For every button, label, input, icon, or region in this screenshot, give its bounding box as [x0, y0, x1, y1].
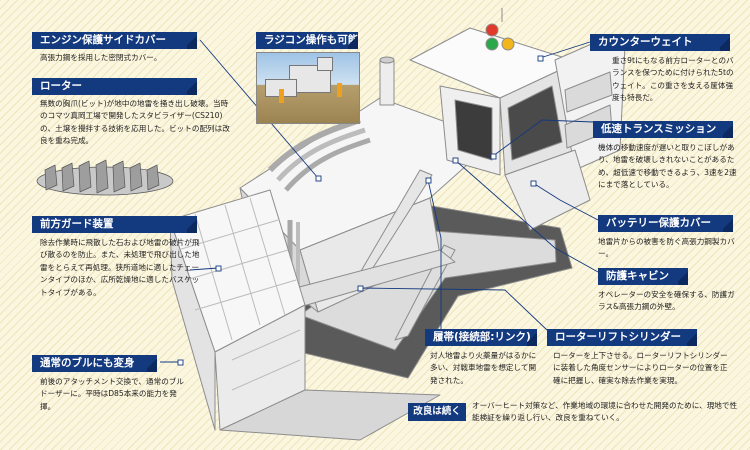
engine-cover-title: エンジン保護サイドカバー — [32, 32, 197, 49]
transmission-title: 低速トランスミッション — [593, 121, 733, 138]
front-guard-text: 除去作業時に飛散した石および地雷の破片が飛び散るのを防止。また、未処理で飛び出し… — [40, 238, 200, 297]
cabin-title: 防護キャビン — [598, 268, 688, 285]
cabin-window-front — [454, 99, 493, 161]
rotor-housing — [219, 389, 441, 441]
lift-cylinder-text: ローターを上下させる。ローターリフトシリンダーに装着した角度センサーによりロータ… — [553, 351, 728, 385]
track-text: 対人地雷より火薬量がはるかに多い、対戦車地雷を想定して開発された。 — [430, 351, 537, 385]
counterweight-title: カウンターウェイト — [590, 34, 730, 51]
cabin-text: オペレーターの安全を確保する、防護ガラス&高張力鋼の外壁。 — [598, 290, 735, 312]
radio-control-title: ラジコン操作も可能 — [256, 32, 358, 49]
yellow-lamp — [501, 37, 515, 51]
engine-cover-text: 高張力鋼を採用した密閉式カバー。 — [40, 53, 162, 62]
bull-text: 前後のアタッチメント交換で、通常のブルドーザーに。平時はD85本来の能力を発揮。 — [40, 377, 184, 411]
track-title: 履帯(接続部:リンク) — [425, 329, 537, 346]
battery-cover-title: バッテリー保護カバー — [598, 215, 733, 232]
red-lamp — [485, 23, 499, 37]
green-lamp — [485, 37, 499, 51]
rotor-title: ローター — [32, 78, 197, 95]
counterweight-text: 重さ9tにもなる前方ローターとのバランスを保つために付けられた5tのウェイト。こ… — [612, 56, 734, 103]
rotor-bits-illustration — [36, 159, 174, 196]
battery-cover — [504, 149, 591, 231]
radio-control-photo — [256, 52, 360, 124]
transmission-text: 機体の移動速度が遅いと取りこぼしがあり、地雷を破壊しきれないことがあるため、超低… — [598, 143, 737, 190]
bull-title: 通常のブルにも変身 — [32, 355, 157, 372]
improvement-badge: 改良は続く — [408, 403, 466, 421]
leader-lines — [160, 39, 599, 363]
footer-text: オーバーヒート対策など、作業地域の環境に合わせた開発のために、現地で性能検証を繰… — [472, 401, 738, 423]
rotor-text: 無数の胸爪(ビット)が地中の地雷を掻き出し破壊。当時のコマツ真岡工場で開発したス… — [40, 99, 230, 146]
battery-cover-text: 地雷片からの被害を防ぐ高張力鋼製カバー。 — [598, 237, 735, 259]
front-guard-title: 前方ガード装置 — [32, 216, 197, 233]
lift-cylinder-title: ローターリフトシリンダー — [547, 329, 697, 346]
